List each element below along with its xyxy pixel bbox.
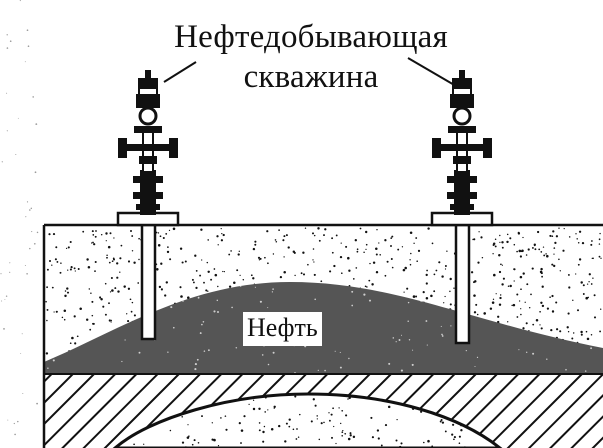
oil-label: Нефть [243, 312, 322, 346]
margin-speckles [0, 0, 39, 436]
leader-line-left [163, 61, 197, 83]
left-well-casing [140, 223, 157, 341]
well-label-line-2: скважина [243, 59, 379, 95]
sand-lens [112, 392, 503, 448]
right-wellhead-icon [430, 70, 494, 227]
well-label-line-1: Нефтедобывающая [174, 19, 448, 55]
leader-line-right [407, 57, 457, 87]
right-well-casing [454, 223, 471, 345]
ground-section [44, 225, 603, 448]
left-wellhead-icon [116, 70, 180, 227]
oil-reservoir [44, 282, 603, 374]
